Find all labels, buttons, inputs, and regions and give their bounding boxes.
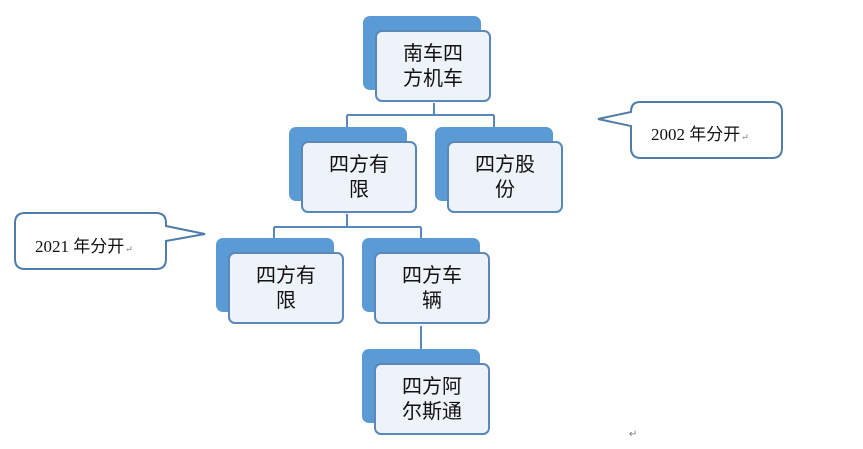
node-vehicle-label: 四方车辆 bbox=[374, 252, 490, 324]
callout-2021-label: 2021 年分开 bbox=[35, 237, 125, 256]
node-root: 南车四方机车 bbox=[363, 16, 494, 104]
node-limited-2: 四方有限 bbox=[216, 238, 347, 326]
node-vehicle: 四方车辆 bbox=[362, 238, 493, 326]
node-shares-label: 四方股份 bbox=[447, 141, 563, 213]
callout-2002-mark: ↵ bbox=[741, 132, 749, 142]
node-limited-1: 四方有限 bbox=[289, 127, 420, 215]
callout-2021-text: 2021 年分开↵ bbox=[35, 232, 133, 257]
callout-2002-label: 2002 年分开 bbox=[651, 125, 741, 144]
callout-2002-bubble bbox=[597, 101, 783, 159]
node-limited-1-label: 四方有限 bbox=[301, 141, 417, 213]
callout-2021-mark: ↵ bbox=[125, 244, 133, 254]
node-limited-2-label: 四方有限 bbox=[228, 252, 344, 324]
node-alstom-label: 四方阿尔斯通 bbox=[374, 363, 490, 435]
connector-root-to-children bbox=[346, 103, 495, 127]
callout-2021-bubble bbox=[14, 212, 206, 270]
paragraph-mark: ↵ bbox=[629, 429, 638, 440]
node-shares: 四方股份 bbox=[435, 127, 566, 215]
connector-limited-to-children bbox=[273, 214, 422, 238]
node-root-label: 南车四方机车 bbox=[375, 30, 491, 102]
callout-2002-text: 2002 年分开↵ bbox=[651, 120, 749, 145]
node-alstom: 四方阿尔斯通 bbox=[362, 349, 493, 437]
